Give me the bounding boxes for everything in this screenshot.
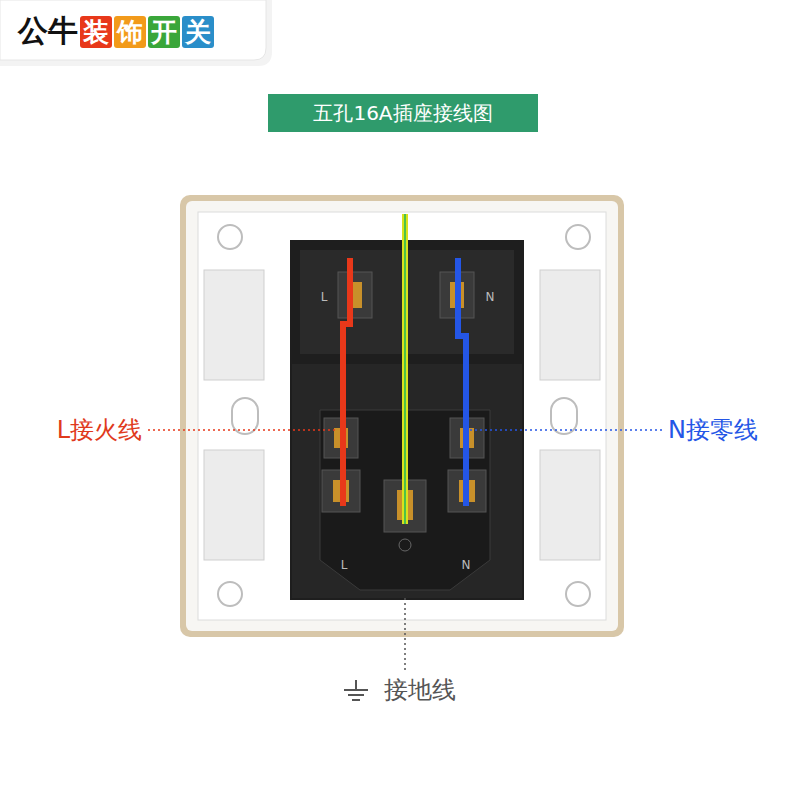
- logo-ground: [0, 0, 266, 60]
- earth-label: 接地线: [384, 677, 456, 703]
- logo-char: 公: [18, 13, 48, 48]
- title-text: 五孔16A插座接线图: [313, 102, 492, 124]
- plate: [186, 201, 618, 631]
- earth-leader: [404, 598, 406, 672]
- neutral-leader: [470, 429, 662, 431]
- neutral-label: N接零线: [668, 417, 758, 443]
- pin-letter: N: [486, 291, 495, 304]
- logo-char: 装: [80, 16, 112, 49]
- pin-letter: L: [341, 559, 348, 572]
- logo-char: 关: [182, 16, 214, 49]
- live-label: L接火线: [57, 417, 142, 443]
- earth-mark: [399, 539, 411, 551]
- logo-shadow: [0, 0, 272, 66]
- plate-frame: [198, 212, 606, 620]
- pin-letter: N: [462, 559, 471, 572]
- plate-rim: [180, 195, 624, 637]
- neutral-wire: [458, 258, 466, 506]
- live-wire: [343, 258, 350, 506]
- logo-char: 牛: [48, 13, 78, 48]
- brand-logo: 公牛装饰开关: [18, 14, 214, 49]
- ground-symbol: [344, 680, 368, 700]
- live-leader: [148, 429, 338, 431]
- logo-char: 饰: [114, 16, 146, 49]
- pin-letter: L: [321, 291, 328, 304]
- logo-char: 开: [148, 16, 180, 49]
- earth-wire: [402, 214, 408, 524]
- earth-wire-stripe: [404, 214, 406, 524]
- title-band: [268, 94, 538, 132]
